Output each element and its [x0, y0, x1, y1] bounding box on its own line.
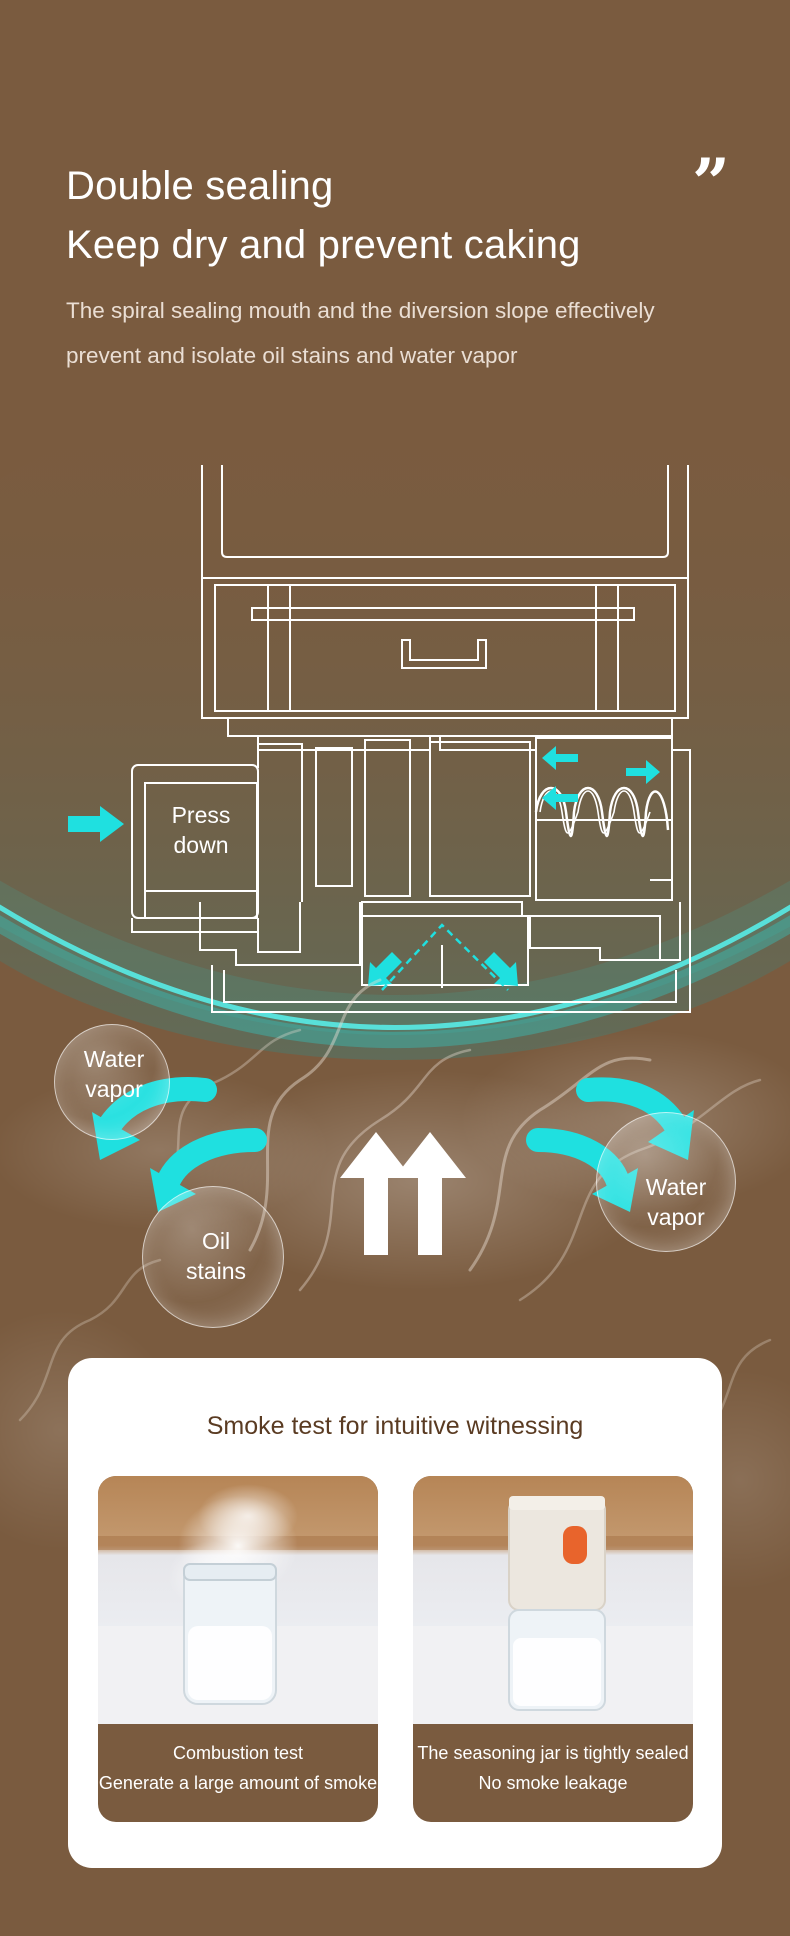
arrow-right-icon — [626, 760, 660, 784]
sealed-caption: The seasoning jar is tightly sealed No s… — [417, 1743, 689, 1793]
combustion-test-panel: Combustion test Generate a large amount … — [98, 1476, 378, 1822]
quote-mark-icon: ” — [692, 144, 730, 222]
headline-line-2: Keep dry and prevent caking — [66, 223, 581, 267]
water-vapor-label-right: Water vapor — [645, 1174, 707, 1230]
arrow-down-left-icon — [368, 952, 402, 986]
oil-stains-label: Oil stains — [185, 1228, 247, 1284]
arrow-down-right-icon — [484, 952, 518, 986]
up-arrow-icon — [340, 1132, 412, 1255]
combustion-photo — [98, 1476, 378, 1724]
jar-cross-section — [131, 465, 691, 1013]
oil-stains-bubble — [142, 1186, 284, 1328]
teal-glow-arc — [0, 380, 790, 1060]
arrow-left-icon — [542, 746, 578, 770]
arrow-left-icon — [542, 786, 578, 810]
combustion-caption: Combustion test Generate a large amount … — [98, 1743, 378, 1793]
feature-description: The spiral sealing mouth and the diversi… — [66, 298, 655, 368]
flow-arrows — [68, 746, 660, 986]
water-vapor-label-left: Water vapor — [83, 1046, 145, 1102]
press-arrow-icon — [68, 806, 124, 842]
headline-line-1: Double sealing — [66, 164, 334, 208]
diversion-slope — [381, 923, 509, 991]
up-arrow-icon — [394, 1132, 466, 1255]
water-vapor-bubble-right — [596, 1112, 736, 1252]
water-vapor-bubble-left — [54, 1024, 170, 1140]
up-arrows — [340, 1132, 466, 1255]
sealed-jar-panel: The seasoning jar is tightly sealed No s… — [413, 1476, 693, 1822]
card-title: Smoke test for intuitive witnessing — [206, 1412, 584, 1440]
smoke-test-card: Smoke test for intuitive witnessing — [68, 1358, 722, 1868]
press-down-label: Press down — [171, 802, 231, 858]
sealed-jar-photo — [413, 1476, 693, 1724]
orange-button-icon — [563, 1526, 587, 1564]
